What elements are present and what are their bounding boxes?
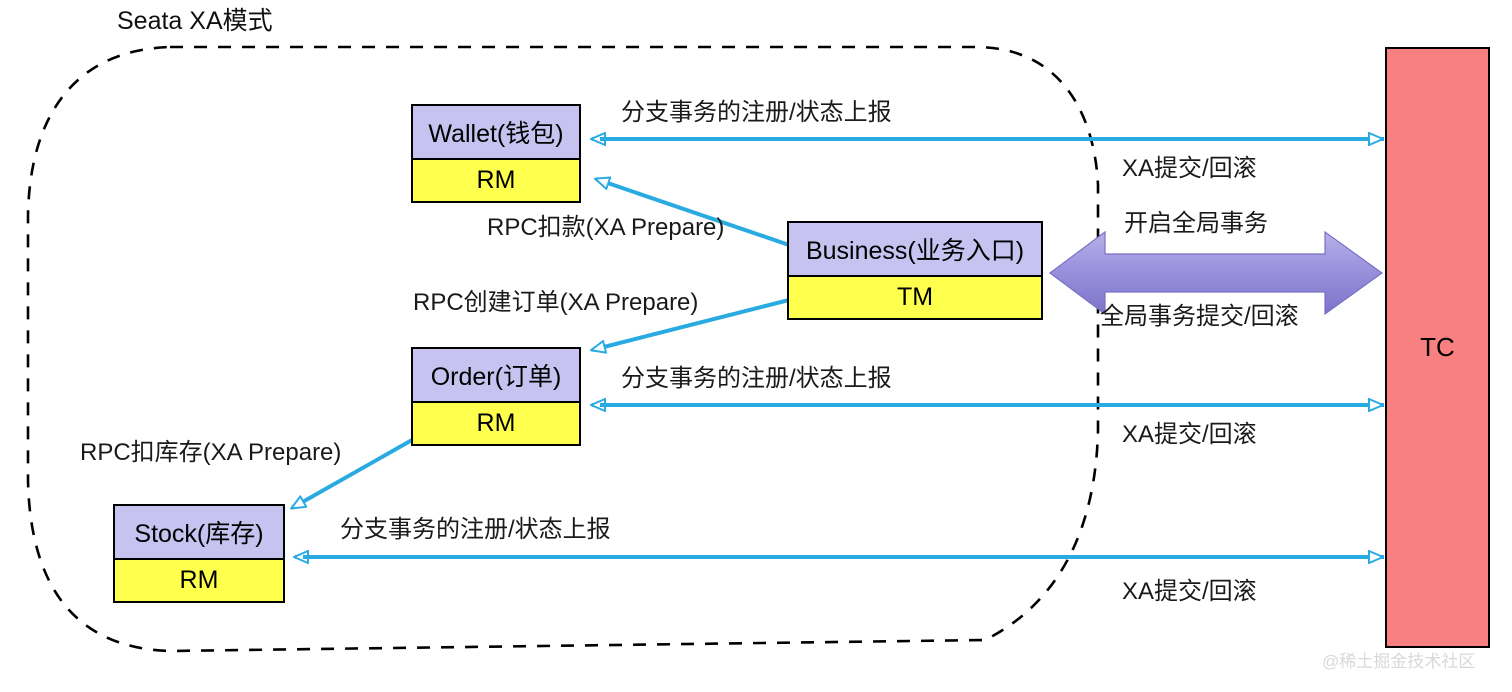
arrow-tm-tc-double	[1048, 230, 1384, 316]
node-wallet[interactable]: Wallet(钱包) RM	[411, 104, 581, 203]
arrow-rpc-create-order	[592, 298, 790, 350]
diagram-title: Seata XA模式	[117, 7, 273, 35]
label-wallet-xa: XA提交/回滚	[1122, 155, 1257, 182]
label-order-xa: XA提交/回滚	[1122, 421, 1257, 448]
node-business[interactable]: Business(业务入口) TM	[787, 221, 1043, 320]
site-watermark: @稀土掘金技术社区	[1322, 652, 1476, 671]
label-begin-global-tx: 开启全局事务	[1124, 210, 1268, 237]
label-stock-xa: XA提交/回滚	[1122, 578, 1257, 605]
arrow-rpc-deduct-stock	[292, 438, 413, 508]
label-global-tx-commit: 全局事务提交/回滚	[1100, 303, 1299, 330]
node-order-role: RM	[413, 403, 579, 444]
node-wallet-service: Wallet(钱包)	[413, 106, 579, 160]
arrow-rpc-deduct	[596, 179, 790, 247]
node-order-service: Order(订单)	[413, 349, 579, 403]
node-business-service: Business(业务入口)	[789, 223, 1041, 277]
label-stock-register: 分支事务的注册/状态上报	[340, 516, 611, 543]
node-wallet-role: RM	[413, 160, 579, 201]
node-stock[interactable]: Stock(库存) RM	[113, 504, 285, 603]
node-tc[interactable]: TC	[1385, 47, 1490, 648]
node-business-role: TM	[789, 277, 1041, 318]
node-stock-role: RM	[115, 560, 283, 601]
label-rpc-create-order: RPC创建订单(XA Prepare)	[413, 289, 699, 316]
label-wallet-register: 分支事务的注册/状态上报	[621, 99, 892, 126]
node-stock-service: Stock(库存)	[115, 506, 283, 560]
label-order-register: 分支事务的注册/状态上报	[621, 365, 892, 392]
label-rpc-deduct: RPC扣款(XA Prepare)	[487, 214, 725, 241]
node-order[interactable]: Order(订单) RM	[411, 347, 581, 446]
label-rpc-deduct-stock: RPC扣库存(XA Prepare)	[80, 439, 342, 466]
